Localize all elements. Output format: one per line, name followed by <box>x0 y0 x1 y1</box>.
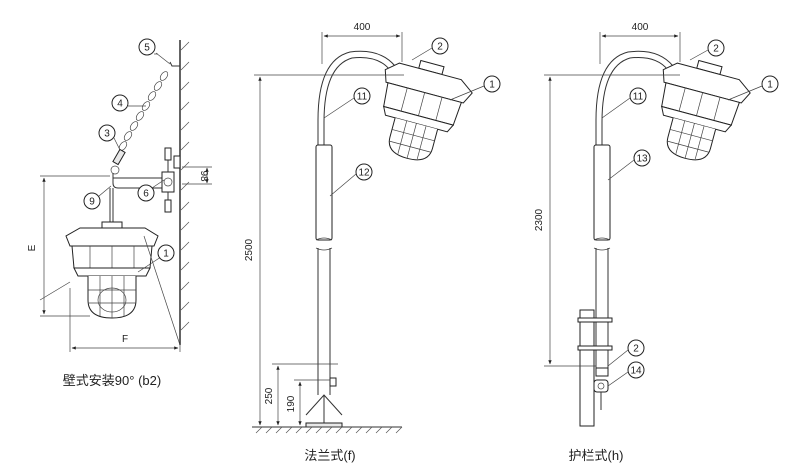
dim-guardrail-400-label: 400 <box>632 22 649 33</box>
callout-3-label: 3 <box>104 129 110 140</box>
flange-pole <box>305 50 396 428</box>
callout-13: 13 <box>607 149 651 181</box>
guardrail-lamp <box>661 59 751 161</box>
callout-6: 6 <box>137 179 165 202</box>
dim-flange-250-label: 250 <box>264 387 275 404</box>
callout-14-label: 14 <box>630 366 642 377</box>
flange-ground <box>252 426 403 434</box>
callout-1-flange: 1 <box>449 75 501 101</box>
callout-11-guardrail-label: 11 <box>633 92 644 103</box>
caption-guardrail-mount: 护栏式(h) <box>569 448 624 463</box>
dim-flange-250: 250 <box>264 363 338 426</box>
callout-11-guardrail: 11 <box>601 87 647 119</box>
callout-1-flange-label: 1 <box>489 80 495 91</box>
guardrail-pole <box>577 50 674 427</box>
callout-1-guardrail-label: 1 <box>767 80 773 91</box>
guardrail-post <box>579 309 595 427</box>
callout-5: 5 <box>138 38 171 65</box>
bracket-arm <box>112 173 168 189</box>
guardrail-mount-figure: 400 2300 2 1 11 13 <box>534 22 779 427</box>
callout-11-flange-label: 11 <box>357 92 368 103</box>
callout-14: 14 <box>607 361 645 387</box>
flange-mount-figure: 400 2500 250 190 <box>244 22 501 434</box>
callout-1-guardrail: 1 <box>727 75 779 101</box>
wall-hook <box>169 61 180 67</box>
wall-hatching <box>180 41 190 331</box>
safety-chain <box>110 71 169 175</box>
flange-lamp <box>383 59 473 161</box>
dim-flange-190: 190 <box>286 379 330 426</box>
callout-6-label: 6 <box>143 189 149 200</box>
caption-wall-mount: 壁式安装90° (b2) <box>63 373 161 388</box>
dim-f-label: F <box>122 334 128 345</box>
callout-1-wall-label: 1 <box>163 249 169 260</box>
dim-98: 98 <box>182 166 212 185</box>
dim-f: F <box>69 334 181 352</box>
wall-mount-figure: E F 98 5 4 3 <box>27 38 212 352</box>
callout-4-label: 4 <box>117 99 123 110</box>
dim-guardrail-400: 400 <box>599 22 681 64</box>
callout-9: 9 <box>83 185 112 210</box>
callout-12: 12 <box>329 163 373 197</box>
dim-flange-190-label: 190 <box>286 395 297 412</box>
callout-2-guardrail-bottom-label: 2 <box>633 344 639 355</box>
callout-4: 4 <box>111 94 146 112</box>
dim-guardrail-2300-label: 2300 <box>534 208 545 231</box>
dim-flange-400-label: 400 <box>354 22 371 33</box>
callout-13-label: 13 <box>636 154 648 165</box>
callout-2-flange: 2 <box>411 37 449 61</box>
dim-e-label: E <box>27 244 38 251</box>
callout-11-flange: 11 <box>323 87 371 119</box>
dim-e: E <box>27 175 110 317</box>
callout-1-wall: 1 <box>137 244 175 273</box>
wall-lamp <box>65 221 159 319</box>
callout-9-label: 9 <box>89 197 95 208</box>
callout-3: 3 <box>98 124 121 151</box>
callout-2-flange-label: 2 <box>437 42 443 53</box>
callout-2-guardrail-top: 2 <box>689 39 725 61</box>
callout-2-guardrail-top-label: 2 <box>713 44 719 55</box>
caption-flange-mount: 法兰式(f) <box>304 448 355 463</box>
dim-flange-2500: 2500 <box>244 74 404 426</box>
dim-guardrail-2300: 2300 <box>534 74 680 367</box>
callout-12-label: 12 <box>358 168 370 179</box>
callout-5-label: 5 <box>144 43 150 54</box>
wall-plate <box>173 155 181 169</box>
dim-flange-400: 400 <box>321 22 403 64</box>
dim-98-label: 98 <box>198 170 209 182</box>
dim-flange-2500-label: 2500 <box>244 238 255 261</box>
callout-2-guardrail-bottom: 2 <box>607 339 645 367</box>
